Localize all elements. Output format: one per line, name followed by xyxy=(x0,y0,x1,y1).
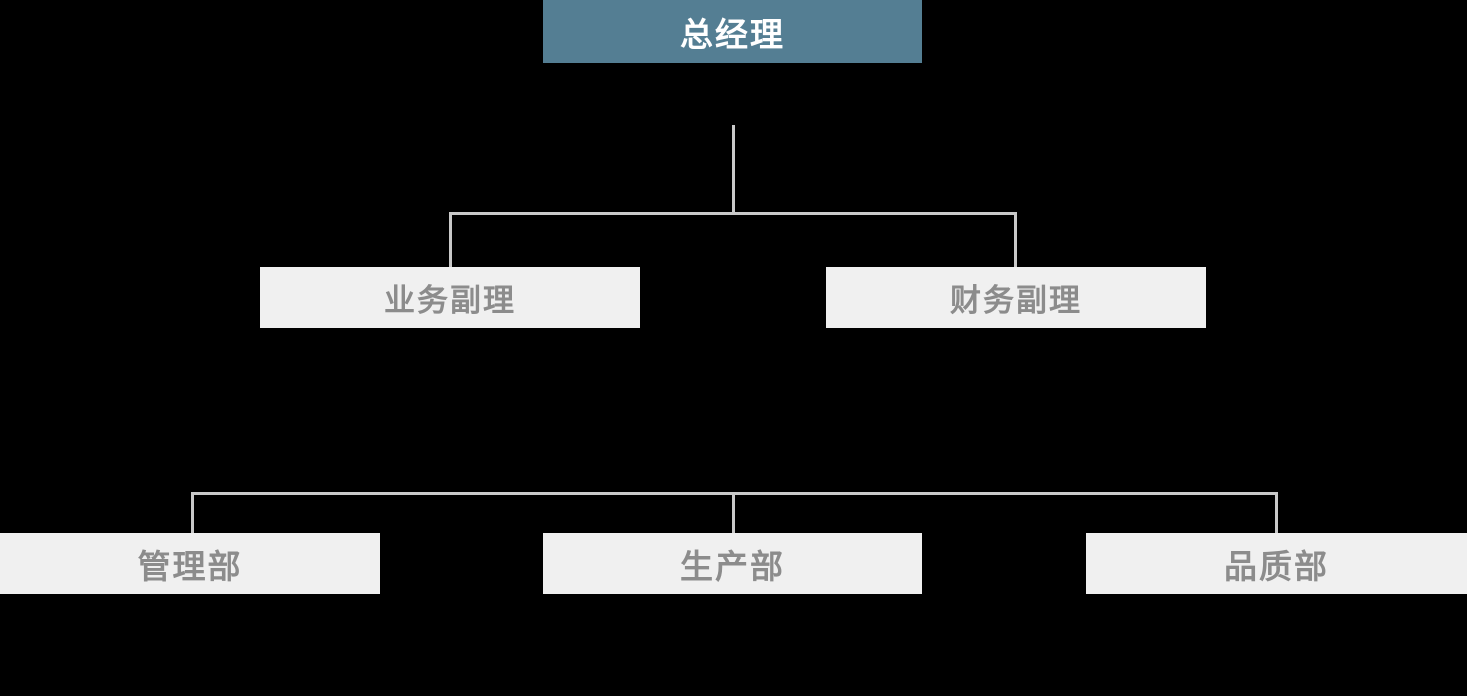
connector-to-dept-production xyxy=(732,492,735,534)
node-dept-quality-label: 品质部 xyxy=(1224,547,1329,585)
node-dept-admin-label: 管理部 xyxy=(137,547,243,585)
node-vp-finance[interactable]: 财务副理 xyxy=(826,267,1206,328)
node-vp-finance-label: 财务副理 xyxy=(950,283,1082,318)
connector-to-dept-admin xyxy=(191,492,194,534)
connector-level2-bus xyxy=(449,212,1017,215)
node-dept-quality[interactable]: 品质部 xyxy=(1086,533,1467,594)
node-vp-business-label: 业务副理 xyxy=(384,283,516,318)
node-general-manager-label: 总经理 xyxy=(680,15,785,53)
connector-to-vp-business xyxy=(449,212,452,268)
connector-gm-stem xyxy=(732,125,735,214)
connector-to-dept-quality xyxy=(1275,492,1278,534)
node-dept-production-label: 生产部 xyxy=(680,547,785,585)
node-general-manager[interactable]: 总经理 xyxy=(543,0,922,63)
connector-to-vp-finance xyxy=(1014,212,1017,268)
node-dept-production[interactable]: 生产部 xyxy=(543,533,922,594)
node-dept-admin[interactable]: 管理部 xyxy=(0,533,380,594)
node-vp-business[interactable]: 业务副理 xyxy=(260,267,640,328)
